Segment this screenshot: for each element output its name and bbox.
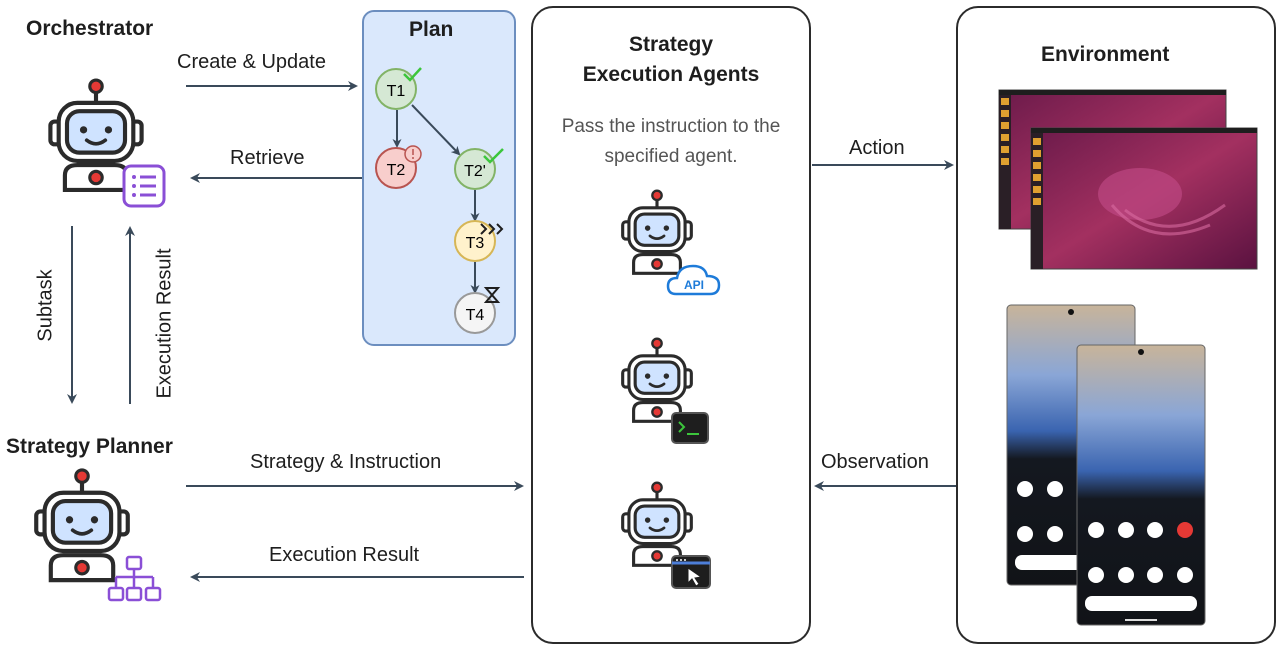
cursor-window-icon — [671, 555, 711, 589]
task-label-t2: T2 — [387, 162, 406, 179]
desktop-screenshot-front — [1030, 127, 1258, 270]
robot-icon — [620, 480, 694, 568]
agents-title: Strategy Execution Agents — [535, 30, 807, 90]
agents-description-line1: Pass the instruction to the — [561, 116, 781, 137]
edge-t1-t2p — [411, 104, 461, 156]
task-label-t3: T3 — [466, 235, 485, 252]
edge-label-observation: Observation — [821, 451, 929, 473]
orchestrator-title: Orchestrator — [26, 17, 154, 40]
edge-label-create-update: Create & Update — [177, 51, 326, 73]
task-label-t4: T4 — [466, 307, 485, 324]
edge-label-execution-result: Execution Result — [269, 544, 420, 566]
api-badge-text: API — [684, 278, 704, 292]
terminal-icon — [671, 412, 709, 444]
check-icon — [403, 67, 422, 82]
planner-robot — [36, 470, 162, 602]
agents-title-line2: Execution Agents — [582, 63, 760, 86]
alert-icon — [404, 145, 422, 163]
agents-title-line1: Strategy — [628, 33, 714, 56]
robot-icon — [620, 188, 694, 276]
phone-screenshot-front — [1076, 344, 1206, 626]
agents-description-line2: specified agent. — [604, 146, 738, 167]
robot-icon — [620, 336, 694, 424]
agent-gui — [620, 480, 711, 589]
edge-label-strategy-instruction: Strategy & Instruction — [250, 451, 442, 473]
agents-description: Pass the instruction to the specified ag… — [535, 112, 807, 172]
task-list-icon — [122, 164, 166, 208]
agent-api: API — [620, 188, 721, 296]
robot-icon — [36, 470, 128, 580]
orchestrator-robot — [50, 80, 166, 208]
plan-title: Plan — [409, 18, 454, 41]
jellyfish-wallpaper — [1098, 168, 1182, 220]
task-node-t2p: T2' — [454, 148, 504, 190]
task-label-t2p: T2' — [464, 163, 486, 180]
api-cloud-icon: API — [666, 264, 721, 296]
edge-label-retrieve: Retrieve — [230, 147, 305, 169]
edge-label-action: Action — [849, 137, 905, 159]
task-node-t4: T4 — [454, 287, 501, 334]
task-node-t3: T3 — [454, 220, 504, 262]
agent-terminal — [620, 336, 709, 444]
progress-chevrons-icon — [480, 223, 504, 235]
hierarchy-icon — [107, 555, 162, 602]
task-node-t2: T2 — [375, 145, 422, 189]
check-icon — [483, 148, 504, 164]
task-node-t1: T1 — [375, 67, 422, 110]
planner-title: Strategy Planner — [6, 435, 173, 458]
environment-title: Environment — [1041, 43, 1170, 66]
hourglass-icon — [483, 287, 501, 303]
task-label-t1: T1 — [387, 83, 406, 100]
